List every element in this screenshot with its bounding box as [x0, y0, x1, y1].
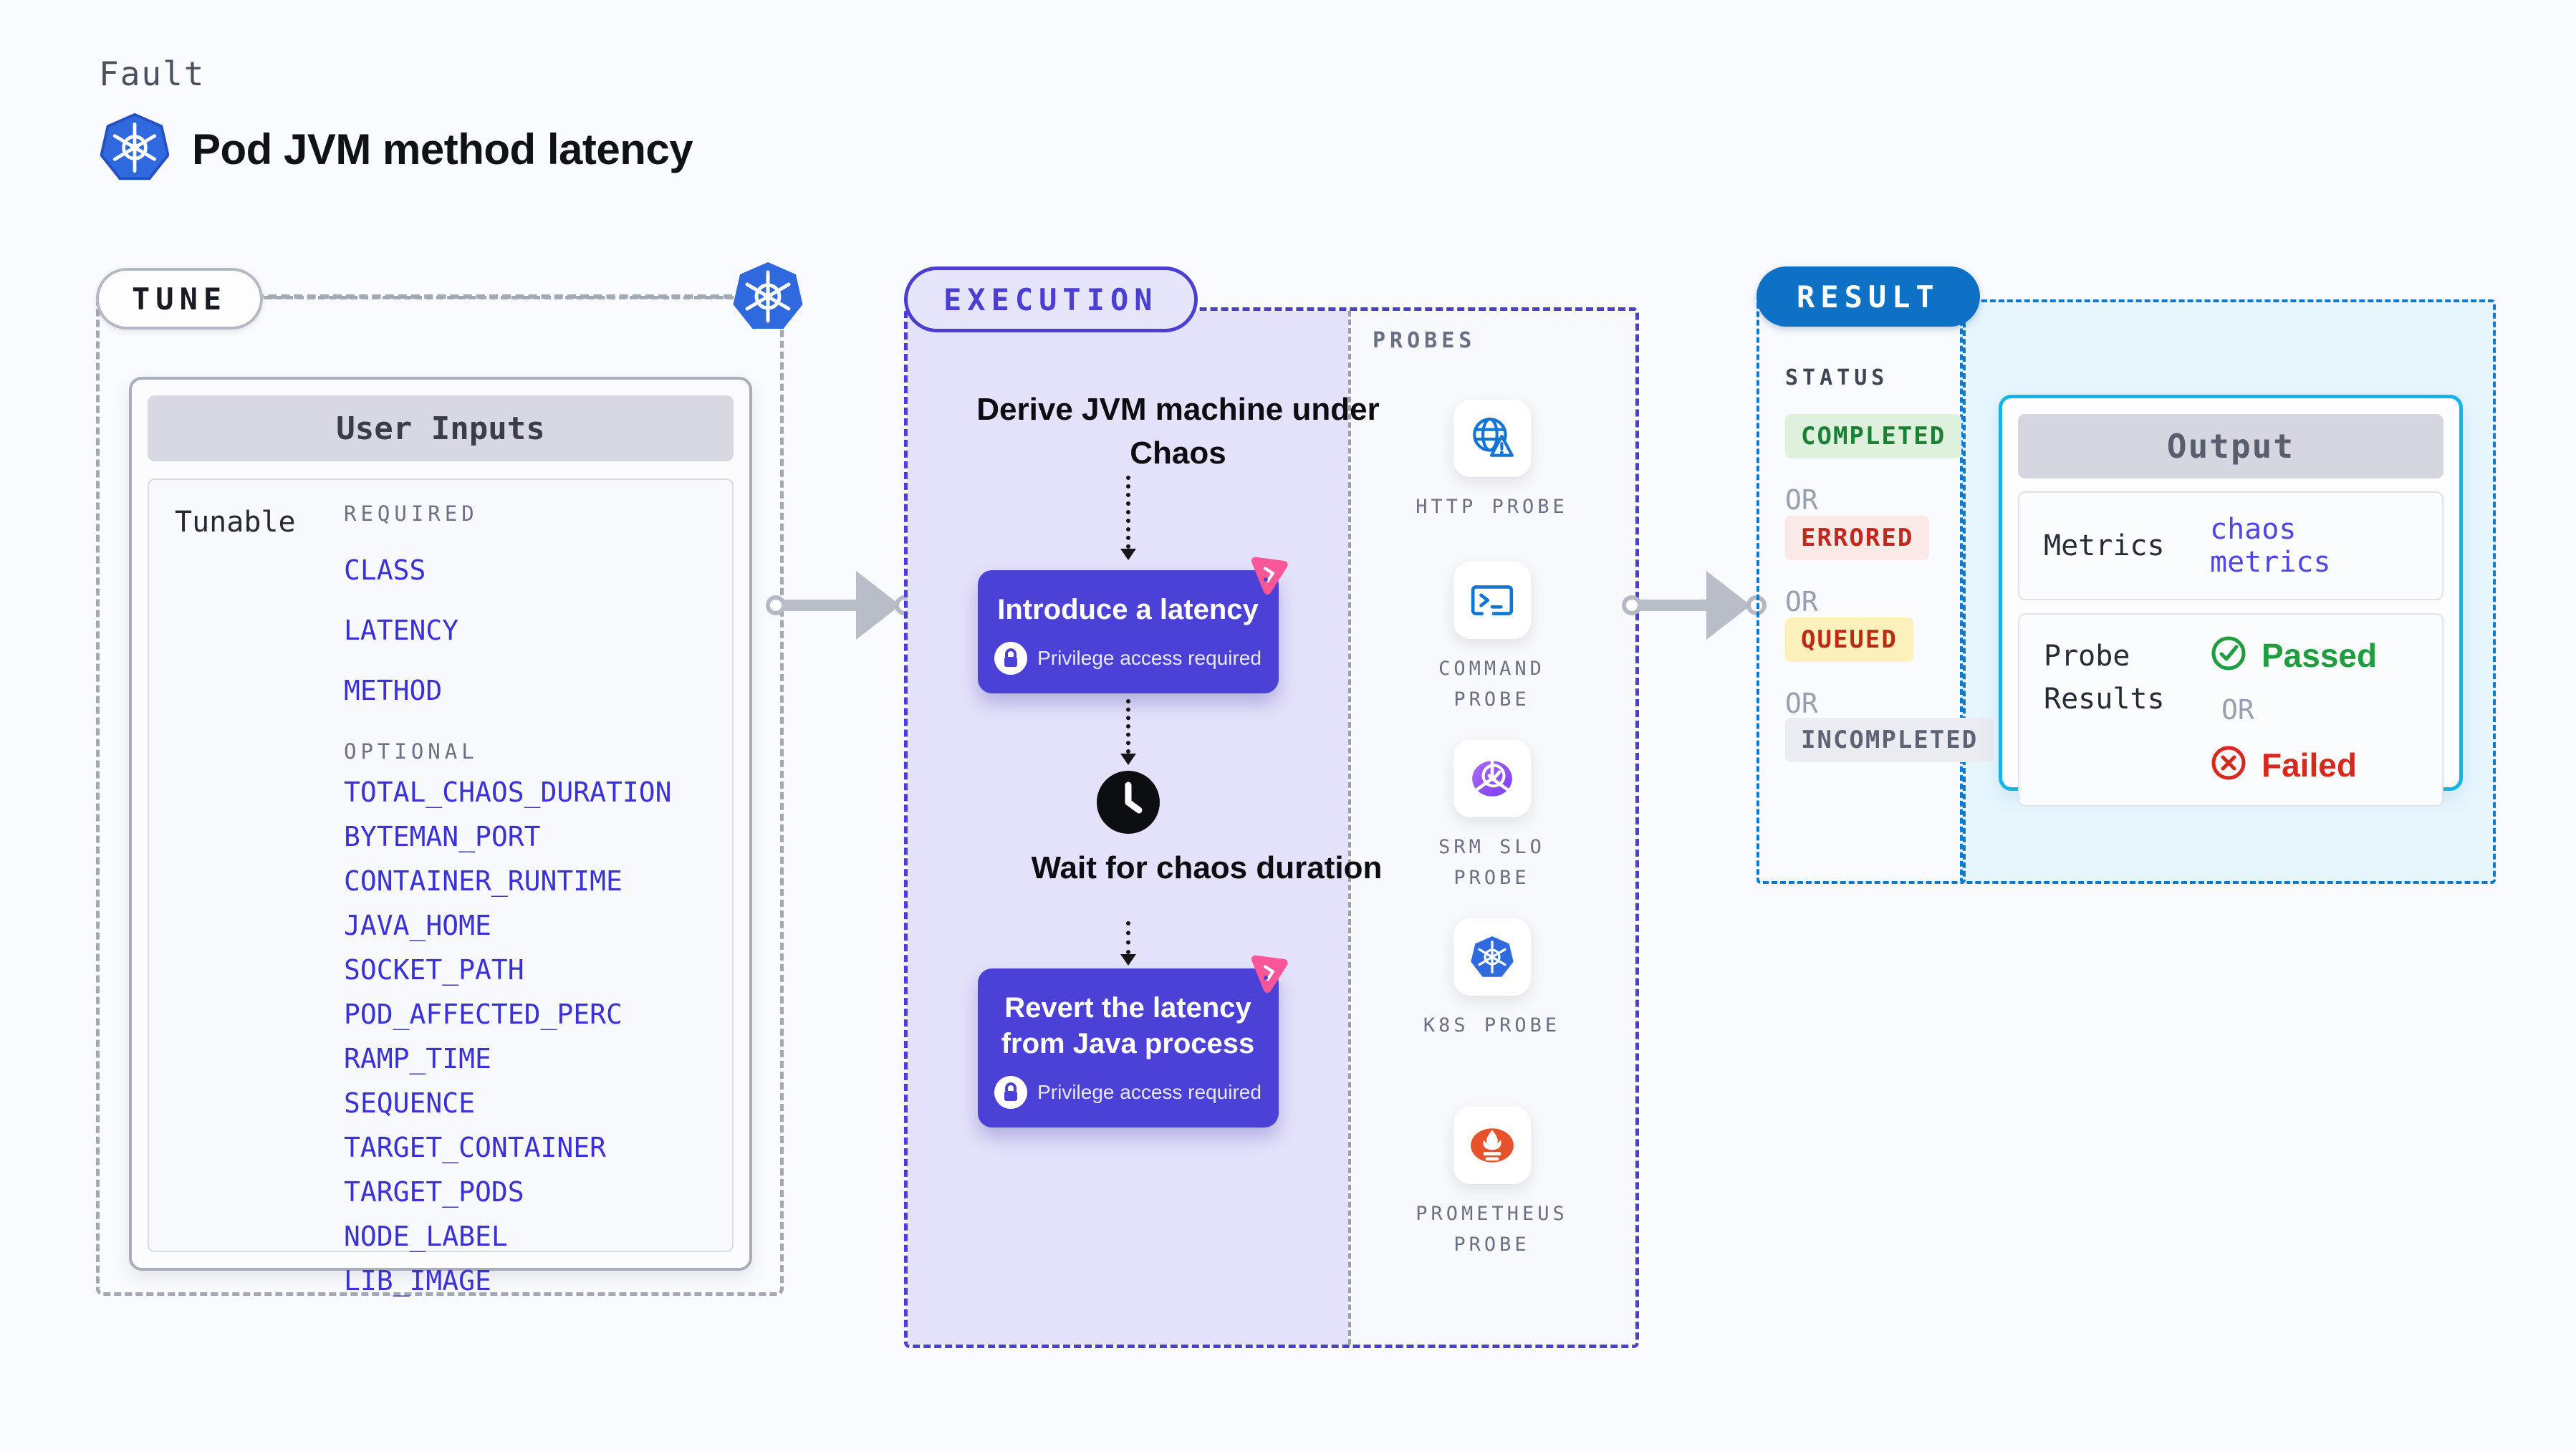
tunable-item[interactable]: LATENCY	[344, 615, 459, 646]
status-label: STATUS	[1785, 365, 1889, 390]
privilege-note: Privilege access required	[1037, 1081, 1261, 1103]
execution-section-badge: EXECUTION	[904, 266, 1198, 332]
probe-name: K8S PROBE	[1423, 1014, 1561, 1037]
command-probe-icon	[1453, 562, 1531, 639]
kubernetes-icon	[732, 261, 804, 332]
optional-group-label: OPTIONAL	[344, 739, 479, 764]
user-inputs-card: User Inputs Tunable REQUIRED CLASS LATEN…	[129, 377, 752, 1297]
user-inputs-header: User Inputs	[148, 395, 734, 461]
introduce-latency-action[interactable]: Introduce a latency Privilege access req…	[977, 557, 1288, 693]
probe-results-label: Probe Results	[2044, 640, 2165, 716]
tunable-item[interactable]: METHOD	[344, 675, 443, 706]
or-separator: OR	[1785, 688, 1818, 719]
status-badge-errored: ERRORED	[1785, 516, 1930, 560]
tunable-row-label: Tunable	[175, 506, 296, 539]
tunable-item[interactable]: LIB_IMAGE	[344, 1265, 491, 1297]
probe-result-passed: Passed	[2262, 636, 2378, 674]
or-separator: OR	[1785, 484, 1818, 516]
probes-label: PROBES	[1373, 328, 1476, 353]
passed-check-icon	[2210, 635, 2247, 675]
flow-down-arrow	[1120, 476, 1136, 560]
chaos-experiment-icon	[1246, 948, 1293, 996]
prometheus-probe-icon	[1453, 1107, 1531, 1184]
execution-step-wait: Wait for chaos duration	[1031, 850, 1383, 885]
fault-kind-label: Fault	[99, 54, 206, 93]
probes-column: PROBES HTTP PROBE	[1348, 311, 1635, 1345]
or-separator: OR	[1785, 586, 1818, 617]
chaos-metrics-link[interactable]: chaos metrics	[2210, 513, 2331, 579]
probe-name: COMMAND PROBE	[1438, 658, 1545, 711]
tunable-item[interactable]: CONTAINER_RUNTIME	[344, 865, 623, 897]
failed-cross-icon	[2210, 744, 2247, 785]
tunable-item[interactable]: TOTAL_CHAOS_DURATION	[344, 777, 672, 808]
action-title: Introduce a latency	[997, 594, 1259, 625]
tune-section-badge: TUNE	[96, 268, 264, 330]
output-header: Output	[2018, 414, 2443, 479]
status-badge-completed: COMPLETED	[1785, 414, 1962, 458]
flow-down-arrow	[1120, 699, 1136, 765]
probe-results-row: Probe Results Passed OR	[2018, 613, 2443, 807]
tunable-item[interactable]: NODE_LABEL	[344, 1221, 508, 1252]
tunable-item[interactable]: BYTEMAN_PORT	[344, 821, 541, 852]
page-title: Pod JVM method latency	[192, 125, 693, 173]
execution-to-result-arrow	[1622, 571, 1767, 640]
revert-latency-action[interactable]: Revert the latency from Java process Pri…	[977, 955, 1288, 1128]
tune-section-box	[96, 296, 784, 1296]
lock-icon	[994, 642, 1028, 675]
tunable-item[interactable]: RAMP_TIME	[344, 1043, 491, 1074]
tunable-item[interactable]: TARGET_PODS	[344, 1176, 524, 1208]
tunable-item[interactable]: CLASS	[344, 554, 426, 586]
probe-prometheus[interactable]: PROMETHEUS PROBE	[1348, 1107, 1635, 1260]
chaos-experiment-icon	[1246, 550, 1293, 597]
probe-k8s[interactable]: K8S PROBE	[1348, 918, 1635, 1041]
srm-slo-probe-icon	[1453, 740, 1531, 817]
tunable-item[interactable]: SOCKET_PATH	[344, 954, 524, 986]
flow-down-arrow	[1120, 921, 1136, 966]
action-title: Revert the latency from Java process	[1001, 992, 1255, 1059]
lock-icon	[994, 1076, 1028, 1109]
privilege-note: Privilege access required	[1037, 647, 1261, 669]
http-probe-icon	[1453, 400, 1531, 477]
tunable-item[interactable]: JAVA_HOME	[344, 910, 491, 941]
page-title-row: Pod JVM method latency	[100, 112, 693, 186]
output-card: Output Metrics chaos metrics Probe Resul…	[1999, 395, 2463, 807]
tunable-item[interactable]: POD_AFFECTED_PERC	[344, 999, 623, 1030]
status-badge-incompleted: INCOMPLETED	[1785, 718, 1994, 762]
probe-name: PROMETHEUS PROBE	[1416, 1203, 1568, 1256]
result-section-badge: RESULT	[1756, 266, 1980, 327]
execution-flow: Derive JVM machine under Chaos Introduce…	[908, 311, 1382, 1345]
metrics-label: Metrics	[2044, 529, 2165, 562]
metrics-row: Metrics chaos metrics	[2018, 491, 2443, 600]
clock-icon	[1095, 769, 1161, 839]
required-group-label: REQUIRED	[344, 501, 479, 526]
execution-section-box: Derive JVM machine under Chaos Introduce…	[904, 307, 1639, 1348]
status-badge-queued: QUEUED	[1785, 617, 1913, 662]
kubernetes-icon	[100, 112, 170, 186]
tunable-item[interactable]: SEQUENCE	[344, 1087, 476, 1119]
execution-step-derive: Derive JVM machine under Chaos	[976, 392, 1380, 471]
tunable-item[interactable]: TARGET_CONTAINER	[344, 1132, 607, 1163]
k8s-probe-icon	[1453, 918, 1531, 996]
probe-result-failed: Failed	[2262, 746, 2357, 784]
tune-to-execution-arrow	[766, 571, 915, 640]
or-separator: OR	[2221, 694, 2254, 726]
result-status-box: STATUS COMPLETED OR ERRORED OR QUEUED OR…	[1756, 299, 1994, 884]
tunables-list: Tunable REQUIRED CLASS LATENCY METHOD OP…	[148, 479, 734, 1297]
probe-name: HTTP PROBE	[1416, 496, 1568, 518]
probe-name: SRM SLO PROBE	[1438, 836, 1545, 890]
probe-http[interactable]: HTTP PROBE	[1348, 400, 1635, 522]
probe-srm-slo[interactable]: SRM SLO PROBE	[1348, 740, 1635, 893]
probe-command[interactable]: COMMAND PROBE	[1348, 562, 1635, 715]
